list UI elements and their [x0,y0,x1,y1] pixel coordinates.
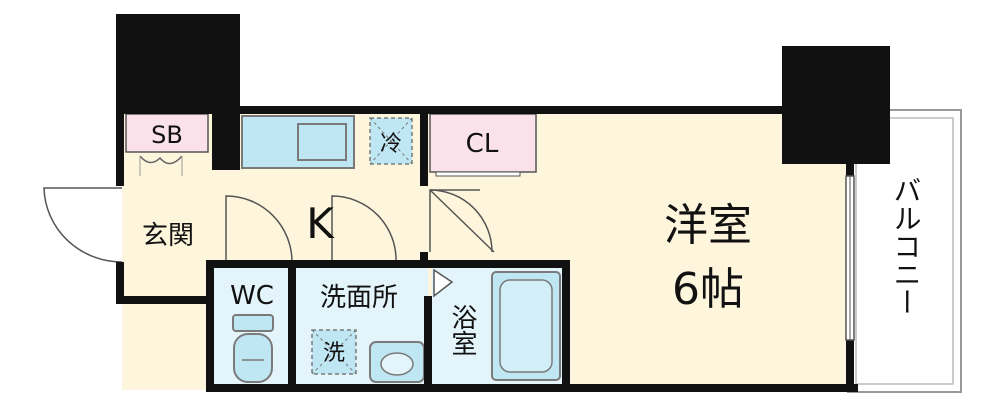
wall-kitchen-right-bottom [420,252,428,268]
shoe-box-label: SB [151,121,183,149]
toilet-label: WC [230,281,274,311]
fridge-label: 冷 [380,132,402,157]
wall-wet-top [206,260,570,268]
wall-entrance-bottom [116,296,214,304]
basin-bowl [380,352,414,376]
wall-bath-right [562,260,570,392]
room-door-arc [429,189,493,253]
washer-label: 洗 [323,341,345,366]
closet-label: CL [466,129,499,159]
bath-label: 浴室 [447,304,477,356]
washroom-label: 洗面所 [320,283,398,313]
wall-wc-right [288,260,296,392]
wall-left-top [116,106,124,186]
wall-right-bottom [846,340,854,392]
wc-door-swing [225,195,293,263]
toilet-tank [232,314,274,332]
wall-top [116,106,782,114]
closet-door [435,171,521,177]
entrance-label: 玄関 [142,221,194,251]
washroom-door-swing [331,195,397,263]
kitchen-sink [297,123,347,161]
kitchen-label: K [306,199,335,248]
shoe-box-door-arc-2 [139,156,183,176]
pillar-left [116,14,240,112]
wall-left-bottom [116,262,124,302]
western-room-size: 6帖 [672,264,744,315]
wall-wet-left [206,260,214,392]
bath-door-triangle [433,268,454,298]
wall-right-mid [846,164,854,176]
entrance-door-swing [43,187,123,263]
fridge-diag-2 [369,117,413,165]
walls [116,14,890,392]
shoe-box-door-arc [139,155,183,165]
balcony-label: バルコニー [890,176,923,316]
toilet-bowl [233,333,273,383]
pillar-right [782,46,890,164]
pillar-left-lower [212,112,240,170]
bathtub-inner [499,279,553,373]
western-room-label: 洋室 [664,200,752,251]
wall-wash-right [424,296,432,392]
balcony-inner-border [855,117,954,385]
washer-diag-2 [311,329,357,375]
wall-kitchen-right-top [420,106,428,186]
wall-bottom [206,384,858,392]
